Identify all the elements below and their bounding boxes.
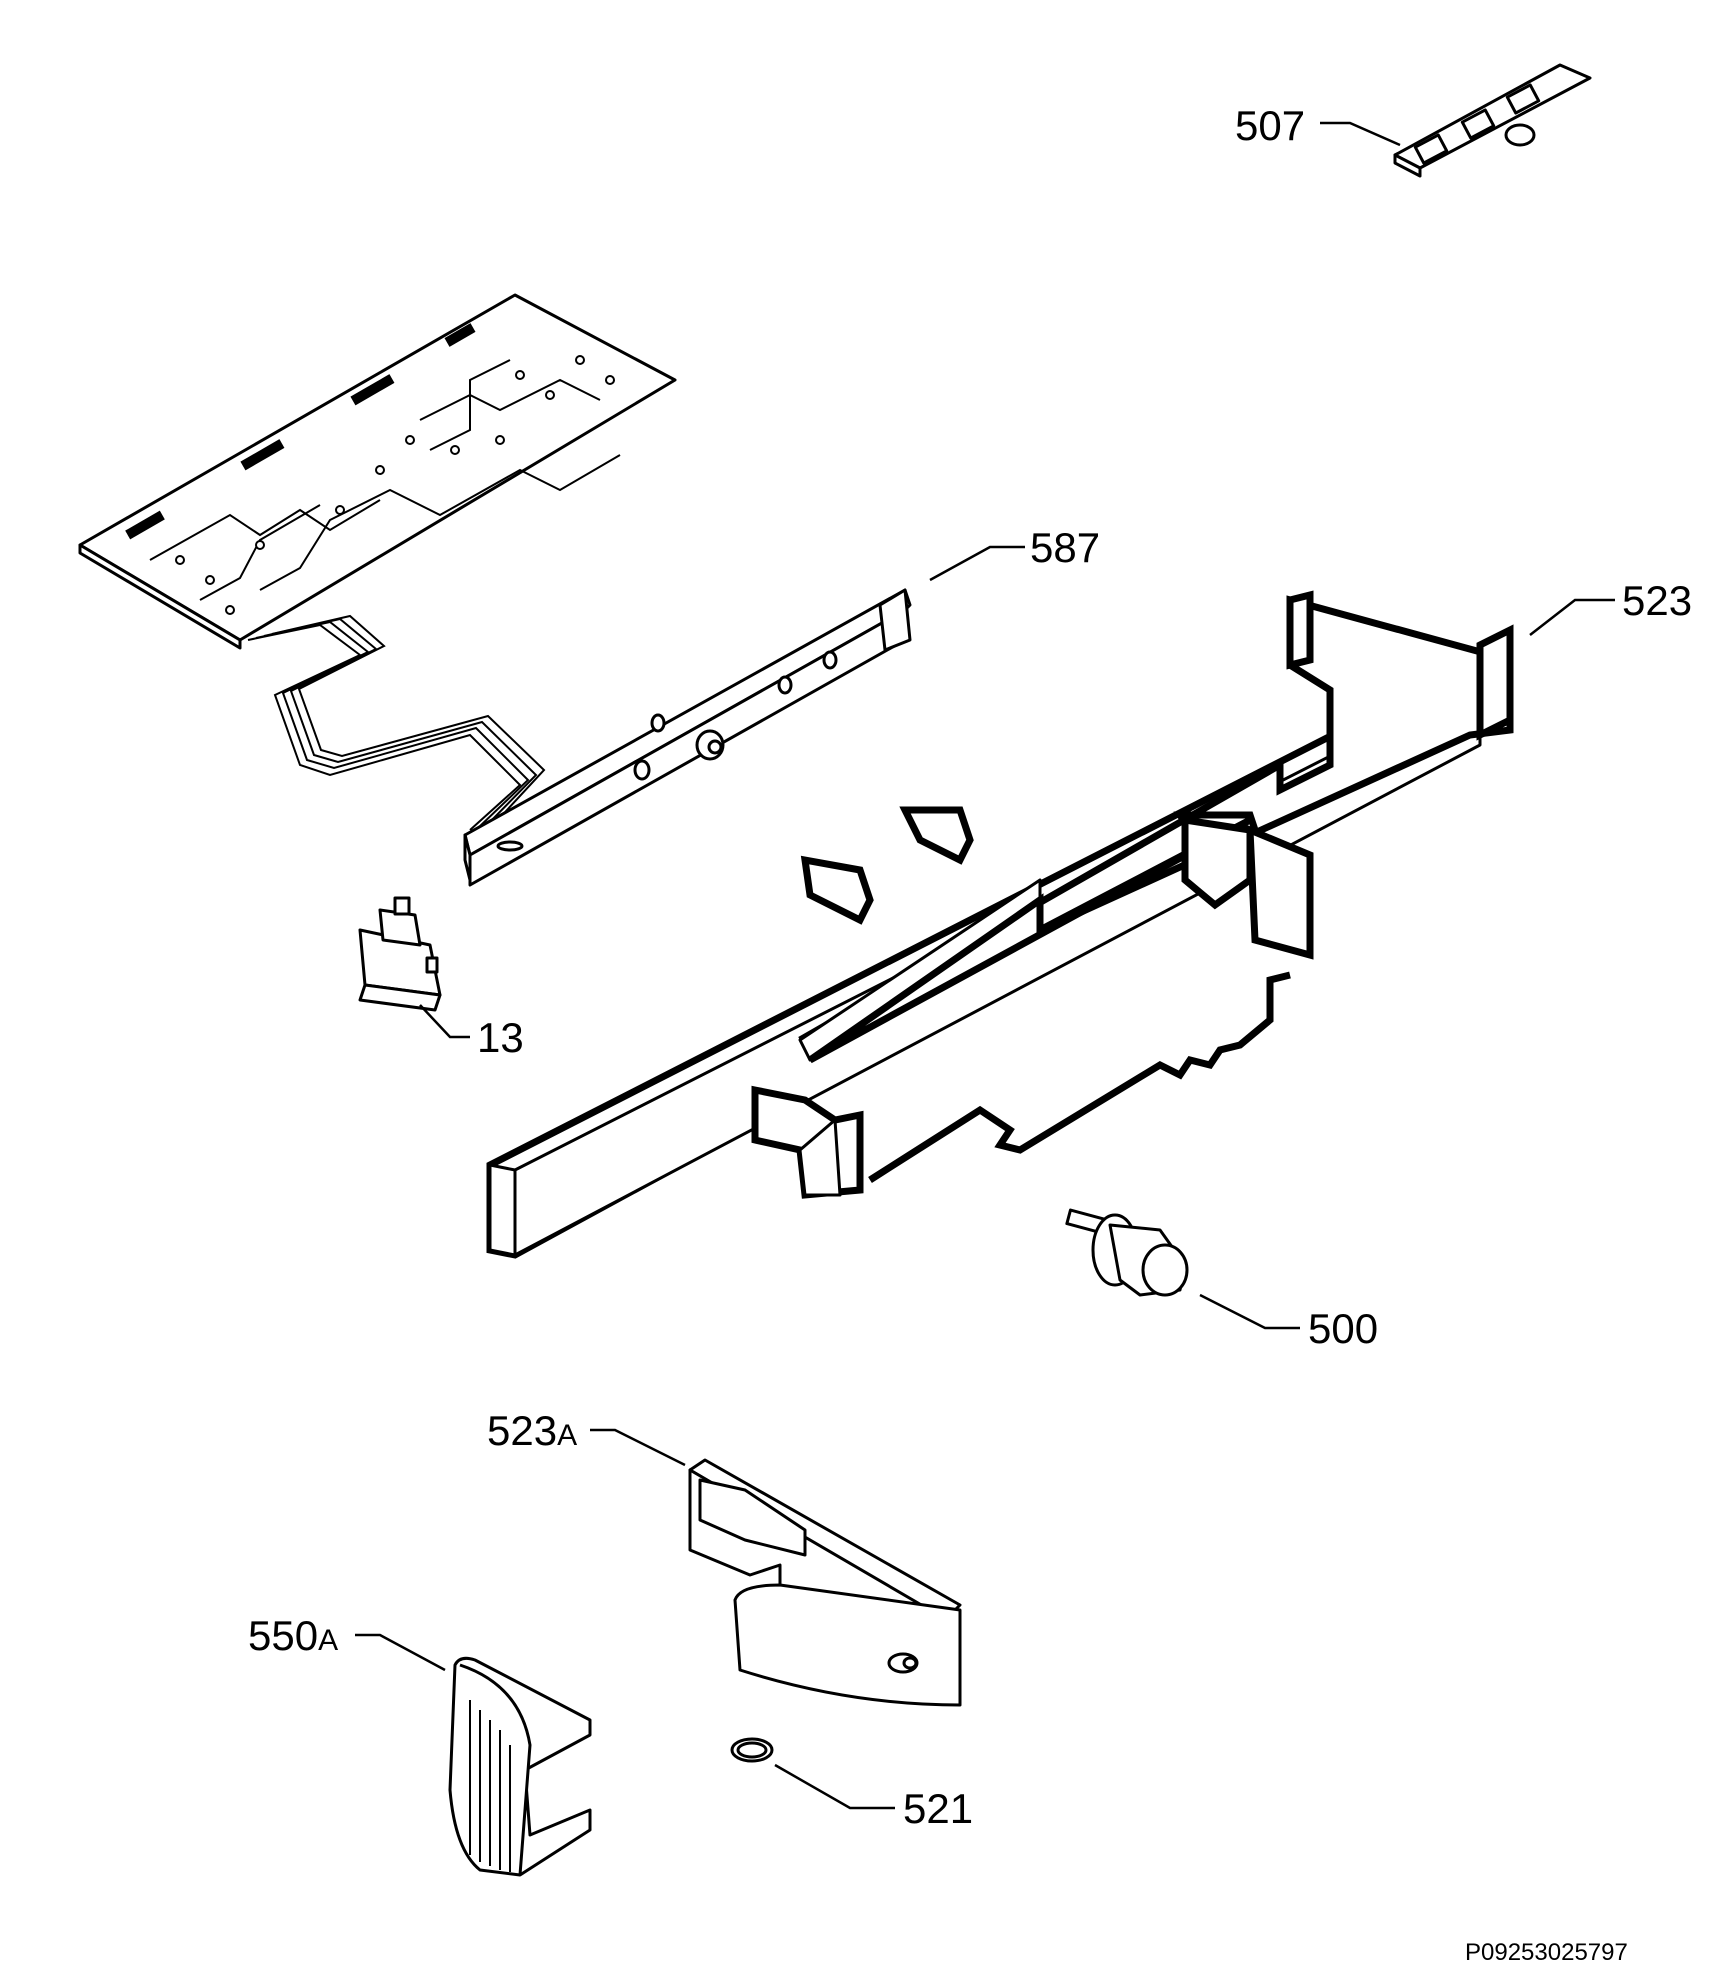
- part-523a-end-cap: [688, 1458, 962, 1707]
- callout-523: 523: [1622, 577, 1692, 624]
- drawing-code: P09253025797: [1465, 1939, 1628, 1966]
- circuit-board: [78, 293, 677, 831]
- part-13-lamp-holder: [358, 896, 442, 1012]
- leader-lines: [355, 121, 1615, 1810]
- ribbon-cable: [247, 614, 546, 831]
- callout-507: 507: [1235, 102, 1305, 149]
- part-500-knob: [1065, 1208, 1189, 1297]
- part-550a-end-cover: [448, 1656, 592, 1877]
- callout-13: 13: [477, 1014, 524, 1061]
- part-507-clip-strip: [1393, 63, 1592, 178]
- part-523-panel-frame: [486, 590, 1514, 1259]
- callout-521: 521: [903, 1785, 973, 1832]
- callout-550a: 550A: [248, 1612, 338, 1659]
- part-521-o-ring: [730, 1737, 774, 1763]
- callout-587: 587: [1030, 524, 1100, 571]
- callout-500: 500: [1308, 1305, 1378, 1352]
- callout-labels: 507 587 523 13 500 523A 550A 521: [248, 102, 1692, 1832]
- callout-523a: 523A: [487, 1407, 577, 1454]
- part-587-control-strip: [463, 588, 912, 887]
- board-connector-pads: [125, 323, 476, 540]
- part-550a-ribs: [469, 1700, 511, 1872]
